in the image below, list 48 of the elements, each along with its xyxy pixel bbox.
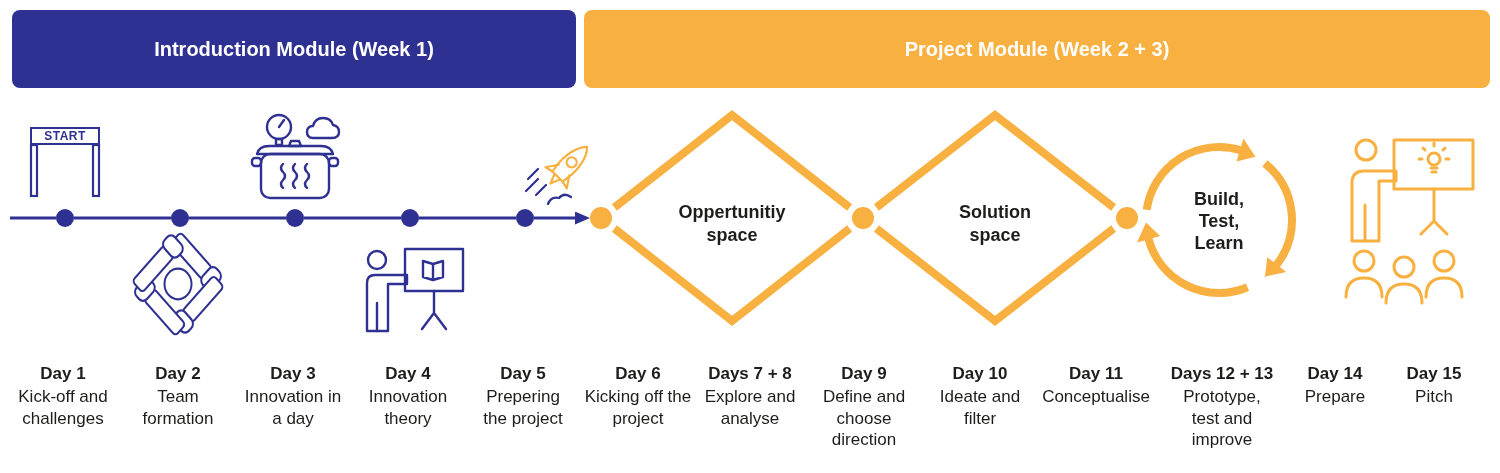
timeline-dot xyxy=(401,209,419,227)
day-description: Kicking off the project xyxy=(584,386,692,429)
day-heading: Day 11 xyxy=(1069,363,1123,385)
day-description: Define and choose direction xyxy=(822,386,906,451)
day-description: Innovation in a day xyxy=(244,386,342,429)
day-description: Conceptualise xyxy=(1041,386,1151,408)
day-description: Team formation xyxy=(142,386,214,429)
timeline-arrow xyxy=(534,211,590,225)
day-description: Pitch xyxy=(1414,386,1454,408)
timeline-line xyxy=(304,216,401,220)
day-description: Kick-off and challenges xyxy=(17,386,109,429)
day-heading: Day 5 xyxy=(500,363,546,385)
day-description: Prepering the project xyxy=(482,386,564,429)
day-heading: Day 15 xyxy=(1406,363,1462,385)
day-heading: Day 6 xyxy=(615,363,661,385)
module-header-bar xyxy=(584,10,1490,88)
day-description: Explore and analyse xyxy=(704,386,796,429)
start-sign: START xyxy=(30,127,100,145)
day-description: Innovation theory xyxy=(368,386,448,429)
day-heading: Day 4 xyxy=(385,363,431,385)
day-heading: Day 9 xyxy=(841,363,887,385)
day-heading: Days 12 + 13 xyxy=(1170,363,1274,385)
day-heading: Day 3 xyxy=(270,363,316,385)
day-description: Prototype, test and improve xyxy=(1182,386,1262,451)
day-heading: Day 1 xyxy=(40,363,86,385)
timeline-dot xyxy=(56,209,74,227)
day-heading: Days 7 + 8 xyxy=(708,363,792,385)
phase-label: Oppertunitiy space xyxy=(678,201,786,247)
timeline-dot xyxy=(171,209,189,227)
module-title: Project Module (Week 2 + 3) xyxy=(904,37,1170,62)
milestone-dot xyxy=(852,207,874,229)
timeline-dot xyxy=(516,209,534,227)
day-description: Prepare xyxy=(1304,386,1366,408)
module-header-bar xyxy=(12,10,576,88)
day-heading: Day 10 xyxy=(952,363,1008,385)
day-description: Ideate and filter xyxy=(939,386,1021,429)
milestone-dot xyxy=(1116,207,1138,229)
timeline-line xyxy=(10,216,56,220)
timeline-dot xyxy=(286,209,304,227)
module-title: Introduction Module (Week 1) xyxy=(153,37,435,62)
phase-label: Solution space xyxy=(958,201,1032,247)
day-heading: Day 14 xyxy=(1307,363,1363,385)
timeline-line xyxy=(74,216,171,220)
day-heading: Day 2 xyxy=(155,363,201,385)
timeline-line xyxy=(189,216,286,220)
timeline-line xyxy=(419,216,516,220)
milestone-dot xyxy=(590,207,612,229)
cycle-label: Build, Test, Learn xyxy=(1193,188,1245,254)
